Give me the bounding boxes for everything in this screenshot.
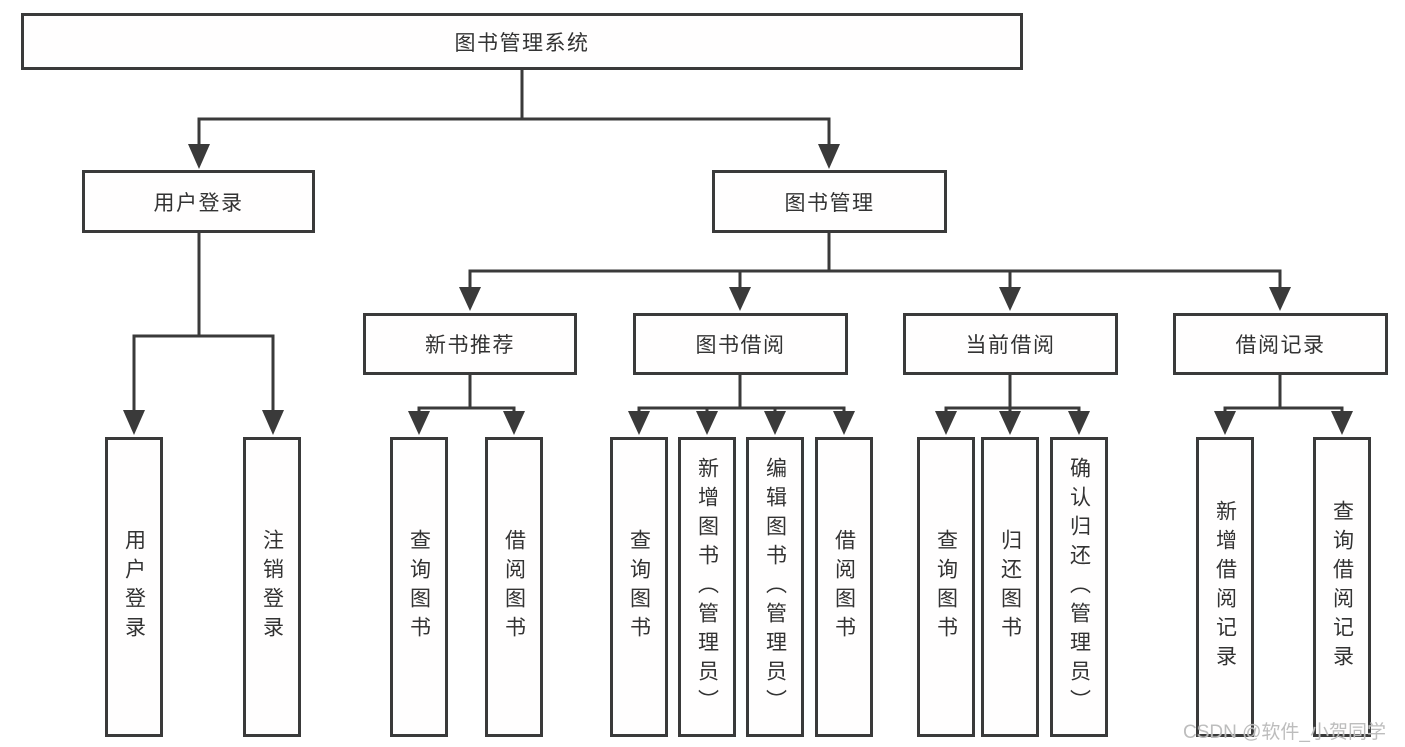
leaf-confirm-return-admin: 确认归还（管理员）: [1050, 437, 1108, 737]
node-label: 编辑图书（管理员）: [763, 456, 787, 718]
node-current-borrow: 当前借阅: [903, 313, 1118, 375]
node-book-borrow: 图书借阅: [633, 313, 848, 375]
node-label: 图书管理: [784, 191, 875, 215]
node-label: 借阅记录: [1235, 334, 1326, 357]
node-label: 当前借阅: [965, 334, 1056, 357]
node-label: 查询图书: [934, 529, 958, 645]
leaf-edit-books-admin: 编辑图书（管理员）: [746, 437, 804, 737]
node-label: 查询图书: [627, 529, 651, 645]
node-borrow-records: 借阅记录: [1173, 313, 1388, 375]
arrowheads: [123, 144, 1353, 435]
node-label: 新增借阅记录: [1213, 500, 1237, 674]
leaf-query-books-borrow: 查询图书: [610, 437, 668, 737]
node-label: 用户登录: [122, 529, 146, 645]
node-label: 图书管理系统: [454, 31, 590, 55]
node-new-book-recommend: 新书推荐: [363, 313, 577, 375]
leaf-logout: 注销登录: [243, 437, 301, 737]
node-label: 借阅图书: [832, 529, 856, 645]
leaf-borrow-books: 借阅图书: [815, 437, 873, 737]
leaf-add-books-admin: 新增图书（管理员）: [678, 437, 736, 737]
node-user-login: 用户登录: [82, 170, 315, 233]
node-book-management: 图书管理: [712, 170, 947, 233]
leaf-return-books: 归还图书: [981, 437, 1039, 737]
node-label: 借阅图书: [502, 529, 526, 645]
leaf-query-borrow-record: 查询借阅记录: [1313, 437, 1371, 737]
node-label: 图书借阅: [695, 334, 786, 357]
leaf-query-books-current: 查询图书: [917, 437, 975, 737]
node-label: 新书推荐: [425, 334, 515, 357]
leaf-borrow-books-recommend: 借阅图书: [485, 437, 543, 737]
leaf-add-borrow-record: 新增借阅记录: [1196, 437, 1254, 737]
node-label: 归还图书: [998, 529, 1022, 645]
node-label: 用户登录: [153, 191, 244, 215]
node-root-library-system: 图书管理系统: [21, 13, 1023, 70]
leaf-query-books-recommend: 查询图书: [390, 437, 448, 737]
leaf-user-login: 用户登录: [105, 437, 163, 737]
node-label: 确认归还（管理员）: [1067, 456, 1091, 718]
node-label: 查询借阅记录: [1330, 500, 1354, 674]
node-label: 新增图书（管理员）: [695, 456, 719, 718]
node-label: 注销登录: [260, 529, 284, 645]
node-label: 查询图书: [407, 529, 431, 645]
csdn-watermark: CSDN @软件_小贺同学: [1183, 722, 1386, 743]
